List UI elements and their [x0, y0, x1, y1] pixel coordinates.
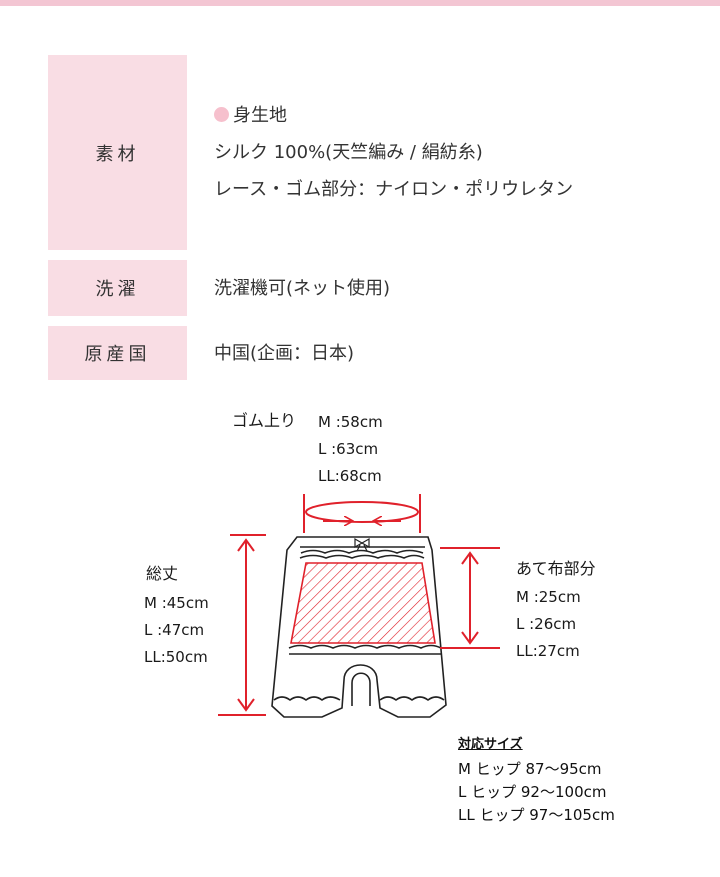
- waist-value-ll: LL:68cm: [318, 467, 382, 485]
- top-accent-bar: [0, 0, 720, 6]
- size-row-ll: LL ヒップ 97～105cm: [458, 806, 615, 824]
- waist-value-l: L :63cm: [318, 440, 379, 458]
- shorts-outline: [271, 536, 447, 718]
- length-value-l: L :47cm: [144, 621, 205, 639]
- gusset-label: あて布部分: [516, 559, 596, 578]
- washing-value: 洗濯機可(ネット使用): [214, 277, 391, 299]
- size-row-l: L ヒップ 92～100cm: [458, 783, 607, 801]
- bow-icon: [354, 537, 370, 552]
- spec-body-material: 身生地 シルク 100%(天竺編み / 絹紡糸) レース・ゴム部分：ナイロン・ポ…: [214, 55, 573, 250]
- material-heading-text: 身生地: [233, 105, 287, 126]
- spec-label-material: 素材: [48, 55, 187, 250]
- spec-row-origin: 原産国 中国(企画：日本): [48, 326, 688, 380]
- material-line-silk: シルク 100%(天竺編み / 絹紡糸): [214, 142, 483, 163]
- spec-row-washing: 洗濯 洗濯機可(ネット使用): [48, 260, 688, 316]
- waist-label: ゴム上り: [232, 411, 297, 430]
- length-value-m: M :45cm: [144, 594, 209, 612]
- spec-body-origin: 中国(企画：日本): [214, 326, 354, 380]
- spec-label-washing: 洗濯: [48, 260, 187, 316]
- length-label: 総丈: [146, 564, 179, 583]
- gusset-value-m: M :25cm: [516, 588, 581, 606]
- size-table-title: 対応サイズ: [458, 737, 523, 752]
- material-line-lace: レース・ゴム部分：ナイロン・ポリウレタン: [214, 179, 574, 200]
- size-row-m: M ヒップ 87～95cm: [458, 760, 602, 778]
- material-heading: 身生地: [214, 97, 573, 134]
- gusset-area: [290, 562, 436, 644]
- length-value-ll: LL:50cm: [144, 648, 208, 666]
- waist-ellipse: [305, 501, 419, 523]
- gusset-value-l: L :26cm: [516, 615, 577, 633]
- spec-body-washing: 洗濯機可(ネット使用): [214, 260, 390, 316]
- bullet-dot-icon: [214, 107, 229, 122]
- origin-value: 中国(企画：日本): [214, 342, 355, 364]
- waist-value-m: M :58cm: [318, 413, 383, 431]
- spec-row-material: 素材 身生地 シルク 100%(天竺編み / 絹紡糸) レース・ゴム部分：ナイロ…: [48, 55, 688, 250]
- spec-label-origin: 原産国: [48, 326, 187, 380]
- gusset-value-ll: LL:27cm: [516, 642, 580, 660]
